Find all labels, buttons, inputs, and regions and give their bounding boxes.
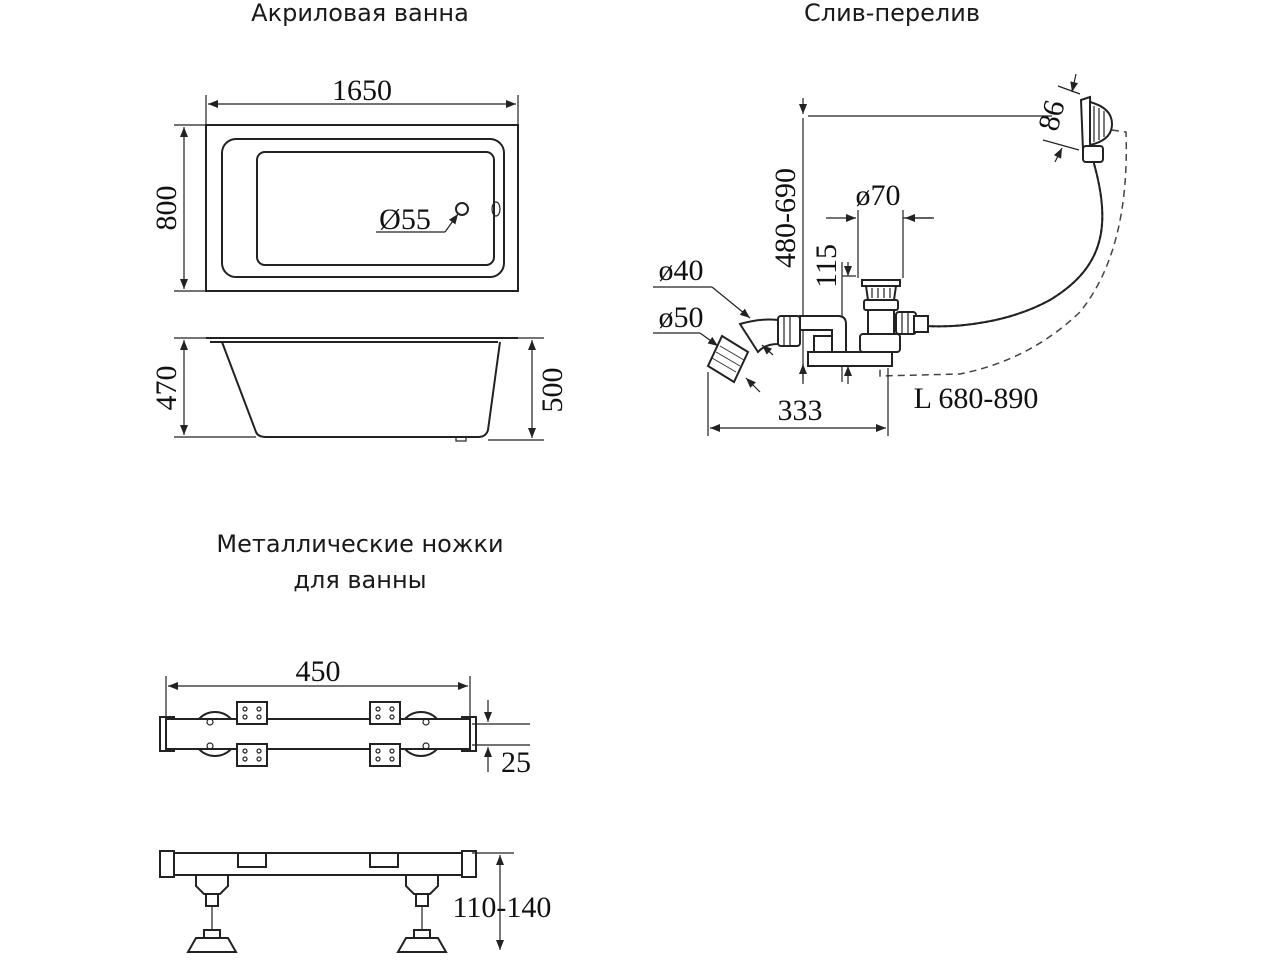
drain-height-label: 480-690 bbox=[769, 168, 802, 268]
outlet-diameter-label: ø70 bbox=[856, 179, 901, 212]
dim-bath-inner-height bbox=[174, 337, 256, 438]
bath-inner-height-label: 470 bbox=[150, 366, 183, 411]
legs-title-line1: Металлические ножки bbox=[216, 530, 503, 558]
offset-label: 333 bbox=[778, 394, 823, 427]
legs-title-line2: для ванны bbox=[293, 566, 426, 594]
legs-span-label: 450 bbox=[296, 655, 341, 688]
dim-legs-thickness bbox=[472, 700, 530, 772]
bath-top-view bbox=[205, 124, 519, 292]
legs-height-label: 110-140 bbox=[453, 891, 552, 924]
bath-title: Акриловая ванна bbox=[251, 0, 469, 27]
legs-top-view bbox=[159, 701, 477, 767]
bath-profile-dashed bbox=[879, 129, 1128, 377]
drain-outlet-assembly bbox=[859, 279, 929, 353]
corrugated-hose bbox=[924, 145, 1109, 333]
body-height-label: 115 bbox=[810, 244, 843, 288]
bath-side-view bbox=[206, 337, 518, 442]
leg-foot-icon bbox=[396, 937, 448, 953]
dim-offset-333 bbox=[707, 368, 889, 436]
drain-hole-icon bbox=[455, 202, 469, 216]
dim-bath-length bbox=[205, 95, 519, 124]
hose-length-label: L 680-890 bbox=[914, 382, 1039, 415]
bath-outer-height-label: 500 bbox=[536, 368, 569, 413]
leg-foot-icon bbox=[186, 937, 238, 953]
pipe-40-label: ø40 bbox=[659, 254, 704, 287]
drain-hole-label: Ø55 bbox=[379, 203, 431, 236]
siphon-trap bbox=[706, 315, 893, 384]
drain-title: Слив-перелив bbox=[804, 0, 980, 27]
dim-bath-outer-height bbox=[488, 337, 544, 441]
dim-outlet-70 bbox=[826, 210, 934, 278]
legs-side-view bbox=[159, 850, 477, 953]
legs-thickness-label: 25 bbox=[501, 746, 531, 779]
overflow-cap-icon bbox=[1079, 95, 1114, 152]
bath-width-label: 800 bbox=[150, 186, 183, 231]
pipe-50-label: ø50 bbox=[659, 301, 704, 334]
dim-cap-86 bbox=[1042, 73, 1081, 163]
dim-bath-width bbox=[174, 124, 205, 292]
dim-legs-span bbox=[165, 676, 471, 716]
overflow-hole-icon bbox=[491, 201, 501, 217]
bath-length-label: 1650 bbox=[332, 74, 392, 107]
pipe-leaders bbox=[653, 286, 774, 393]
dim-legs-height bbox=[472, 852, 514, 950]
